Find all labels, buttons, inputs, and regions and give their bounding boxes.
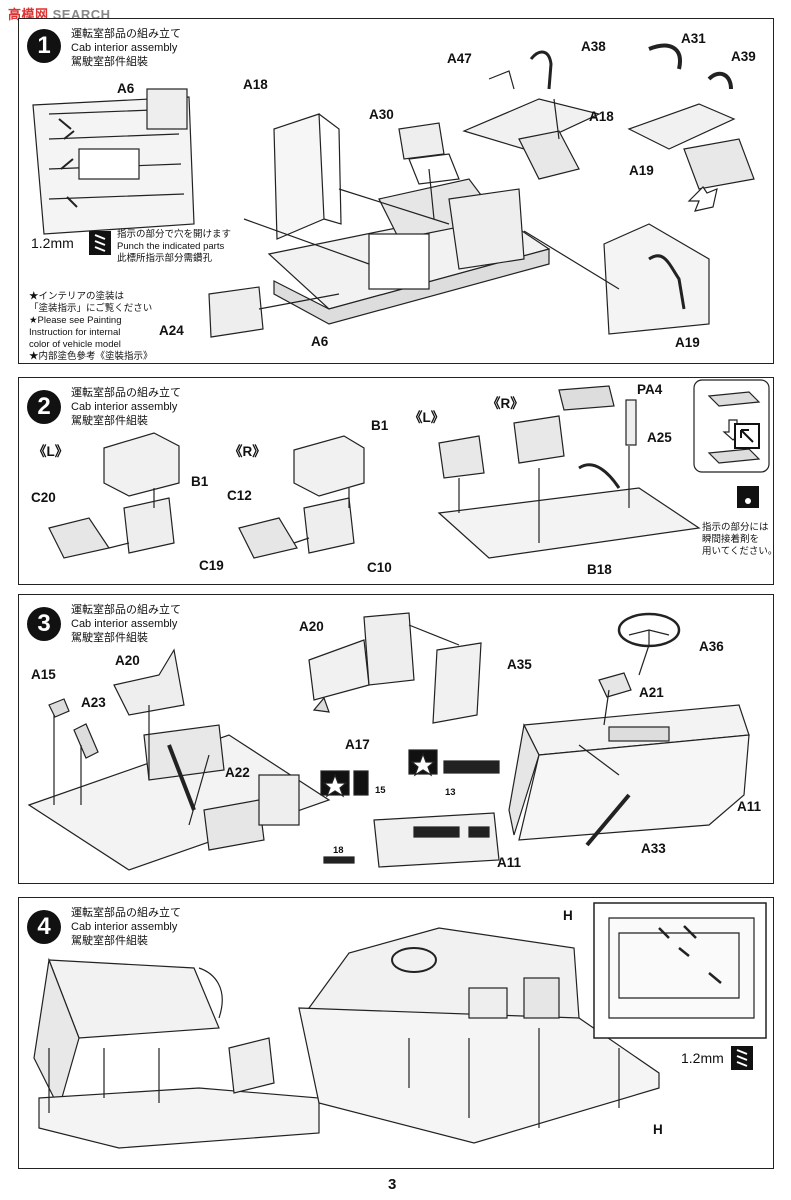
side-left-label: 《L》 <box>409 410 445 425</box>
part-label: C12 <box>227 488 252 503</box>
decal-number: 13 <box>445 787 456 798</box>
part-label: C10 <box>367 560 392 575</box>
part-label: A20 <box>299 619 324 634</box>
part-label: A6 <box>311 334 329 349</box>
part-label: A22 <box>225 765 250 780</box>
step-2-illustration <box>48 379 770 559</box>
glue-icon <box>737 486 759 508</box>
step-4-illustration <box>33 902 767 1149</box>
step-heading: 運転室部品の組み立て Cab interior assembly 駕駛室部件組裝 <box>71 603 181 645</box>
part-label: A19 <box>675 335 700 350</box>
part-label: A38 <box>581 39 606 54</box>
step-3-panel: 3 運転室部品の組み立て Cab interior assembly 駕駛室部件… <box>18 594 774 884</box>
part-label: A17 <box>345 737 370 752</box>
step-3-illustration <box>27 612 750 871</box>
cement-icon <box>734 423 760 449</box>
part-label: A19 <box>629 163 654 178</box>
part-label: C20 <box>31 490 56 505</box>
part-label: H <box>563 908 573 923</box>
step-title-cn: 駕駛室部件組裝 <box>71 415 148 427</box>
part-label: H <box>653 1122 663 1137</box>
step-title-jp: 運転室部品の組み立て <box>71 28 181 40</box>
step-title-cn: 駕駛室部件組裝 <box>71 935 148 947</box>
part-label: PA4 <box>637 382 663 397</box>
painting-note: ★インテリアの塗装は 「塗装指示」にご覧ください ★Please see Pai… <box>29 291 153 362</box>
step-heading: 運転室部品の組み立て Cab interior assembly 駕駛室部件組裝 <box>71 27 181 69</box>
glue-note: 指示の部分には 瞬間接着剤を 用いてください。 <box>702 522 778 557</box>
step-title-en: Cab interior assembly <box>71 921 178 933</box>
part-label: B1 <box>371 418 389 433</box>
step-1-panel: 1 運転室部品の組み立て Cab interior assembly 駕駛室部件… <box>18 18 774 364</box>
step-title-jp: 運転室部品の組み立て <box>71 387 181 399</box>
step-title-cn: 駕駛室部件組裝 <box>71 632 148 644</box>
part-label: A15 <box>31 667 56 682</box>
step-title-en: Cab interior assembly <box>71 618 178 630</box>
decal-number: 18 <box>333 845 344 856</box>
step-title-jp: 運転室部品の組み立て <box>71 604 181 616</box>
part-label: B18 <box>587 562 612 577</box>
part-label: A23 <box>81 695 106 710</box>
part-label: B1 <box>191 474 209 489</box>
drill-note: 指示の部分で穴を開けます Punch the indicated parts 此… <box>117 229 232 264</box>
part-label: A33 <box>641 841 666 856</box>
step-title-cn: 駕駛室部件組裝 <box>71 56 148 68</box>
step-number: 3 <box>27 607 61 641</box>
part-label: A11 <box>737 799 762 814</box>
step-heading: 運転室部品の組み立て Cab interior assembly 駕駛室部件組裝 <box>71 386 181 428</box>
drill-size: 1.2mm <box>31 235 74 251</box>
step-number: 4 <box>27 910 61 944</box>
step-1-illustration <box>32 43 755 338</box>
part-label: A18 <box>243 77 268 92</box>
step-heading: 運転室部品の組み立て Cab interior assembly 駕駛室部件組裝 <box>71 906 181 948</box>
step-2-panel: 2 運転室部品の組み立て Cab interior assembly 駕駛室部件… <box>18 377 778 585</box>
part-label: A6 <box>117 81 135 96</box>
part-label: A47 <box>447 51 472 66</box>
part-label: A18 <box>589 109 614 124</box>
drill-icon <box>89 231 111 255</box>
drill-size: 1.2mm <box>681 1050 724 1066</box>
part-label: C19 <box>199 558 224 573</box>
part-label: A35 <box>507 657 532 672</box>
part-label: A30 <box>369 107 394 122</box>
side-right-label: 《R》 <box>229 444 266 459</box>
step-title-jp: 運転室部品の組み立て <box>71 907 181 919</box>
page-number: 3 <box>388 1176 397 1193</box>
drill-icon <box>731 1046 753 1070</box>
part-label: A11 <box>497 855 522 870</box>
part-label: A21 <box>639 685 664 700</box>
step-4-panel: 4 運転室部品の組み立て Cab interior assembly 駕駛室部件… <box>18 897 774 1169</box>
side-left-label: 《L》 <box>33 444 69 459</box>
side-right-label: 《R》 <box>487 396 524 411</box>
part-label: A31 <box>681 31 706 46</box>
decal-number: 15 <box>375 785 386 796</box>
part-label: A24 <box>159 323 184 338</box>
part-label: A39 <box>731 49 756 64</box>
part-label: A36 <box>699 639 724 654</box>
step-number: 2 <box>27 390 61 424</box>
step-title-en: Cab interior assembly <box>71 401 178 413</box>
part-label: A20 <box>115 653 140 668</box>
part-label: A25 <box>647 430 672 445</box>
step-number: 1 <box>27 29 61 63</box>
step-title-en: Cab interior assembly <box>71 42 178 54</box>
